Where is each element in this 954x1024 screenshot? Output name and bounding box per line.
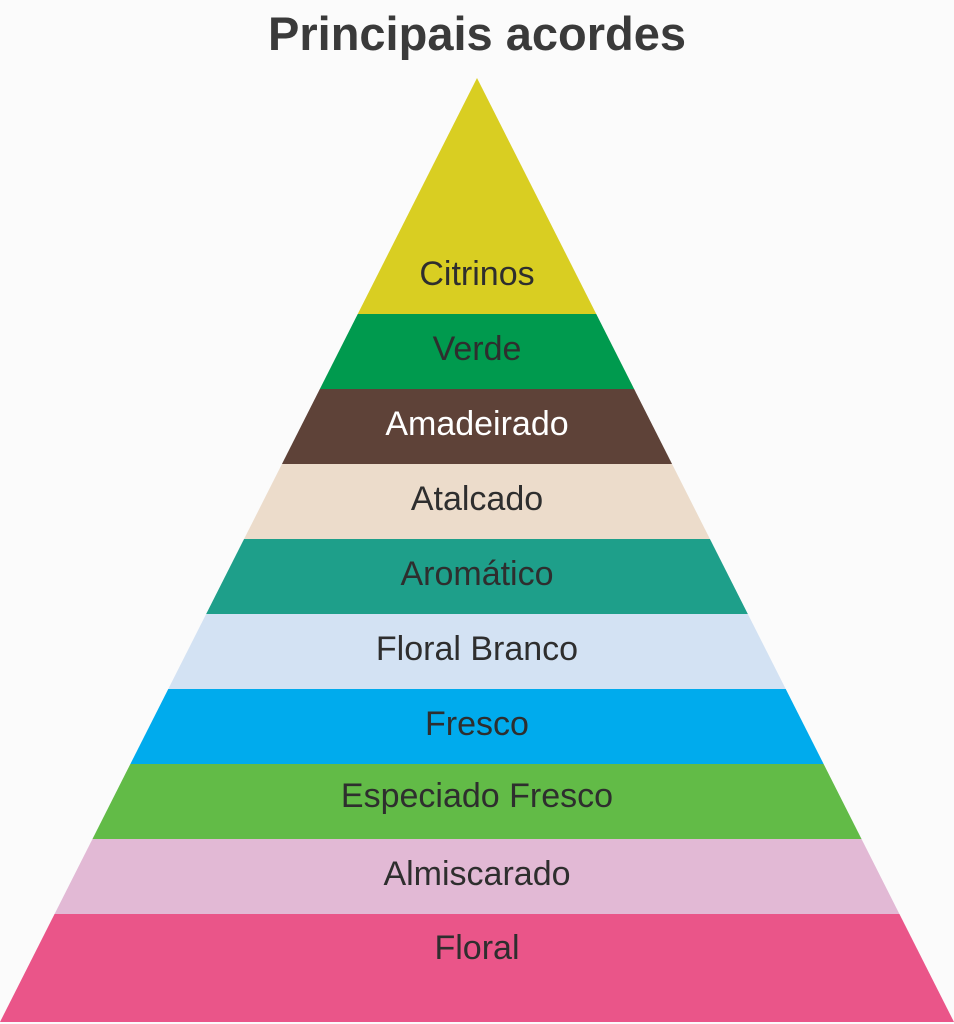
pyramid-layer	[281, 389, 673, 464]
pyramid-layer	[206, 539, 748, 614]
pyramid-layer-label: Fresco	[425, 705, 529, 743]
pyramid-layer-label: Floral Branco	[376, 630, 578, 668]
pyramid-layer	[130, 689, 824, 764]
pyramid-layer-label: Almiscarado	[383, 855, 570, 893]
pyramid-layer	[244, 464, 710, 539]
pyramid-layer	[168, 614, 786, 689]
pyramid-layers: CitrinosVerdeAmadeiradoAtalcadoAromático…	[0, 78, 954, 1022]
pyramid-layer-label: Especiado Fresco	[341, 777, 613, 815]
pyramid-layer	[92, 764, 862, 839]
pyramid-layer-label: Amadeirado	[385, 405, 568, 443]
pyramid-layer-label: Aromático	[400, 555, 553, 593]
pyramid-layer-label: Verde	[433, 330, 522, 368]
pyramid-layer	[0, 914, 954, 1022]
pyramid-layer	[319, 314, 635, 389]
pyramid-layer	[54, 839, 900, 914]
page-title: Principais acordes	[268, 7, 686, 60]
pyramid-layer-label: Floral	[434, 929, 519, 967]
pyramid-layer-label: Citrinos	[419, 255, 534, 293]
pyramid-layer	[357, 78, 597, 314]
pyramid-layer-label: Atalcado	[411, 480, 543, 518]
